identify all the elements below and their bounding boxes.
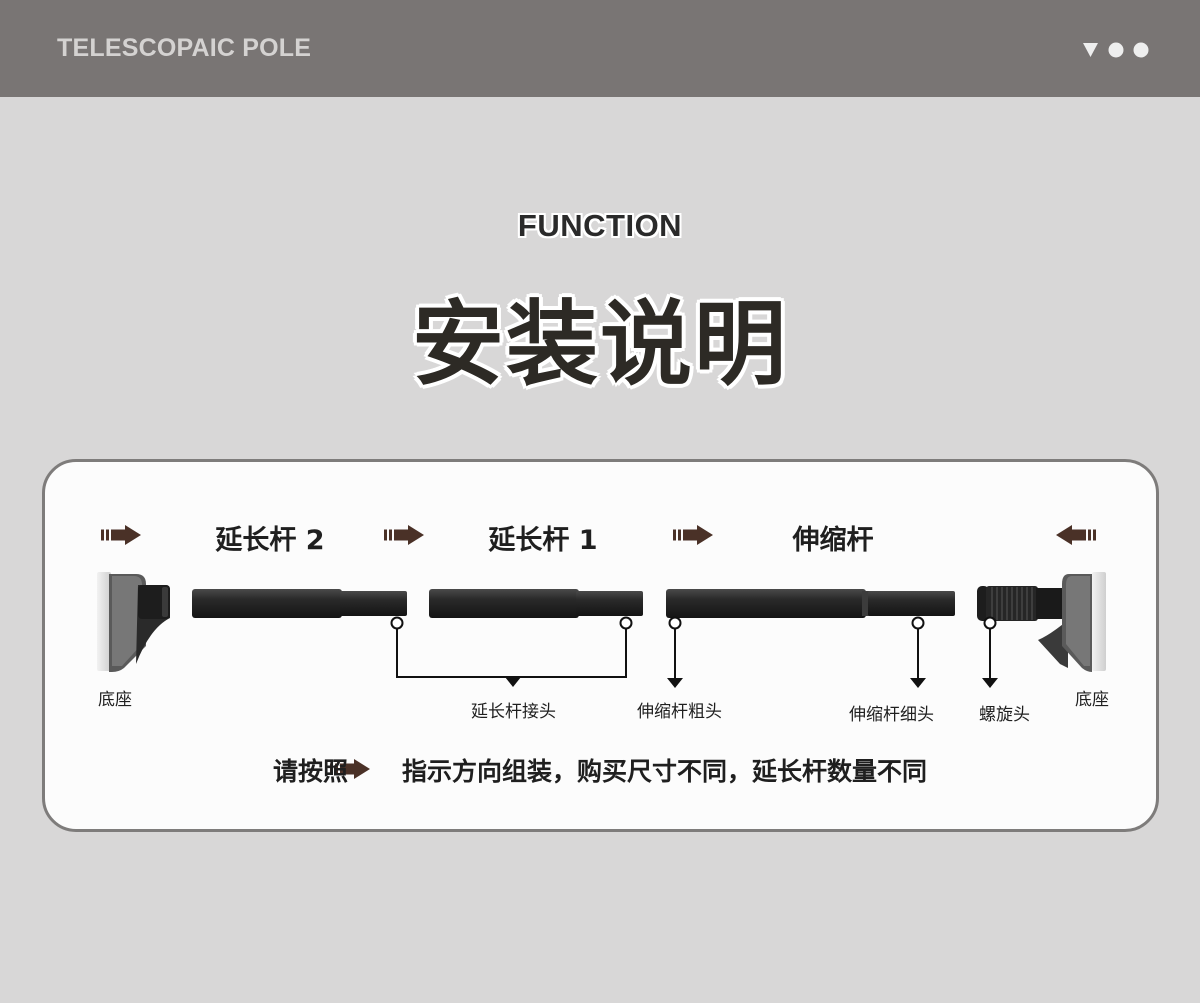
- extension-pole-2: [192, 589, 407, 618]
- assembly-instruction: 请按照 指示方向组装，购买尺寸不同，延长杆数量不同: [0, 752, 1200, 788]
- instruction-card: [42, 459, 1159, 832]
- instruction-prefix: 请按照: [272, 757, 348, 786]
- base-left: [97, 572, 170, 672]
- section-eyebrow: FUNCTION: [517, 208, 683, 243]
- dot-icon: [1108, 42, 1124, 58]
- arrow-right-icon: [384, 525, 424, 545]
- label-base-right: 底座: [1075, 690, 1109, 710]
- label-screw-head: 螺旋头: [979, 705, 1030, 725]
- header-bar: TELESCOPAIC POLE: [0, 0, 1200, 97]
- callout-arrowheads: [505, 677, 998, 688]
- telescopic-pole: [666, 589, 955, 618]
- segment-label-telescopic: 伸缩杆: [792, 525, 874, 556]
- brand-title: TELESCOPAIC POLE: [57, 34, 312, 62]
- base-right: [977, 572, 1106, 672]
- arrow-right-icon: [673, 525, 713, 545]
- menu-dots[interactable]: [1080, 40, 1155, 60]
- arrow-right-icon: [101, 525, 141, 545]
- segment-label-extension-1: 延长杆 1: [488, 525, 598, 556]
- extension-pole-1: [429, 589, 643, 618]
- label-thick-end: 伸缩杆粗头: [637, 702, 722, 722]
- label-thin-end: 伸缩杆细头: [849, 705, 934, 725]
- triangle-icon: [1083, 43, 1098, 57]
- segment-label-extension-2: 延长杆 2: [215, 525, 325, 556]
- label-base-left: 底座: [98, 690, 132, 710]
- label-extension-joint: 延长杆接头: [471, 702, 556, 722]
- dot-icon: [1133, 42, 1149, 58]
- callout-lines: [390, 616, 997, 680]
- instruction-text: 指示方向组装，购买尺寸不同，延长杆数量不同: [402, 757, 928, 786]
- arrow-left-icon: [1056, 525, 1096, 545]
- page-title: 安装说明: [411, 291, 788, 398]
